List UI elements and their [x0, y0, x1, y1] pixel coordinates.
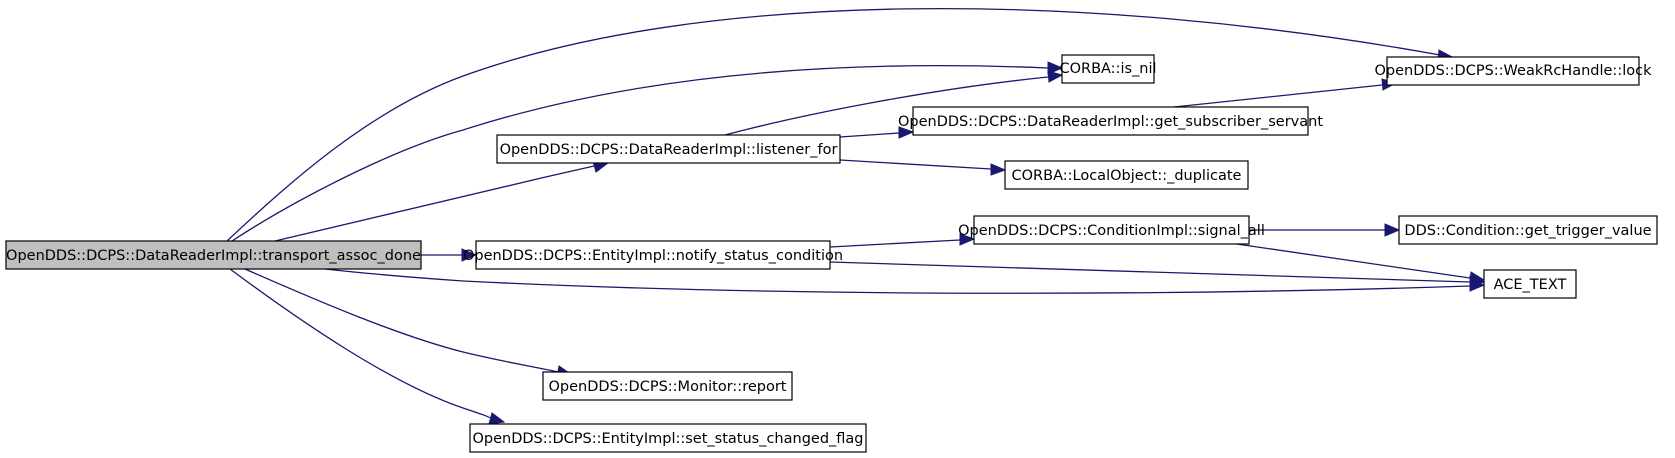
node-listener-for[interactable]: OpenDDS::DCPS::DataReaderImpl::listener_… — [496, 134, 841, 164]
node-label: CORBA::LocalObject::_duplicate — [1012, 168, 1242, 184]
edge-listener-for-to-duplicate — [839, 159, 1007, 176]
edge-transport-assoc-done-to-listener-for — [274, 160, 610, 242]
node-weakrchandle-lock[interactable]: OpenDDS::DCPS::WeakRcHandle::lock — [1375, 56, 1653, 86]
node-corba-is-nil[interactable]: CORBA::is_nil — [1059, 54, 1157, 84]
node-set-status-changed-flag[interactable]: OpenDDS::DCPS::EntityImpl::set_status_ch… — [469, 423, 867, 453]
node-label: OpenDDS::DCPS::EntityImpl::notify_status… — [463, 248, 843, 264]
node-layer: OpenDDS::DCPS::DataReaderImpl::transport… — [5, 54, 1658, 453]
edge-listener-for-to-is-nil — [724, 70, 1064, 136]
node-label: ACE_TEXT — [1494, 277, 1567, 293]
edge-listener-for-to-get-subscriber-servant — [839, 126, 915, 139]
edge-layer — [226, 7, 1486, 425]
node-label: DDS::Condition::get_trigger_value — [1404, 223, 1651, 239]
edge-signal-all-to-get-trigger-value — [1249, 223, 1401, 237]
edge-notify-status-condition-to-signal-all — [829, 233, 976, 248]
node-notify-status-condition[interactable]: OpenDDS::DCPS::EntityImpl::notify_status… — [463, 240, 843, 270]
edge-transport-assoc-done-to-set-status-changed-flag — [229, 268, 506, 425]
node-localobject-duplicate[interactable]: CORBA::LocalObject::_duplicate — [1004, 160, 1249, 190]
node-label: OpenDDS::DCPS::DataReaderImpl::listener_… — [500, 142, 838, 158]
node-label: OpenDDS::DCPS::Monitor::report — [549, 379, 787, 395]
node-get-trigger-value[interactable]: DDS::Condition::get_trigger_value — [1398, 215, 1658, 245]
edge-get-subscriber-servant-to-lock — [1173, 78, 1398, 108]
edge-transport-assoc-done-to-ace-text — [324, 268, 1486, 294]
node-label: CORBA::is_nil — [1059, 61, 1156, 77]
node-transport-assoc-done[interactable]: OpenDDS::DCPS::DataReaderImpl::transport… — [5, 240, 422, 270]
node-label: OpenDDS::DCPS::ConditionImpl::signal_all — [958, 223, 1265, 239]
node-monitor-report[interactable]: OpenDDS::DCPS::Monitor::report — [542, 371, 793, 401]
edge-transport-assoc-done-to-notify-status-condition — [421, 248, 478, 262]
node-label: OpenDDS::DCPS::WeakRcHandle::lock — [1375, 63, 1653, 79]
node-label: OpenDDS::DCPS::EntityImpl::set_status_ch… — [472, 431, 863, 447]
node-label: OpenDDS::DCPS::DataReaderImpl::get_subsc… — [898, 114, 1323, 130]
node-ace-text[interactable]: ACE_TEXT — [1483, 269, 1577, 299]
edge-signal-all-to-ace-text — [1229, 242, 1486, 284]
node-get-subscriber-servant[interactable]: OpenDDS::DCPS::DataReaderImpl::get_subsc… — [898, 106, 1323, 136]
edge-transport-assoc-done-to-monitor-report — [244, 268, 574, 378]
node-label: OpenDDS::DCPS::DataReaderImpl::transport… — [6, 248, 421, 264]
node-signal-all[interactable]: OpenDDS::DCPS::ConditionImpl::signal_all — [958, 215, 1265, 245]
edge-transport-assoc-done-to-is-nil — [231, 61, 1064, 242]
